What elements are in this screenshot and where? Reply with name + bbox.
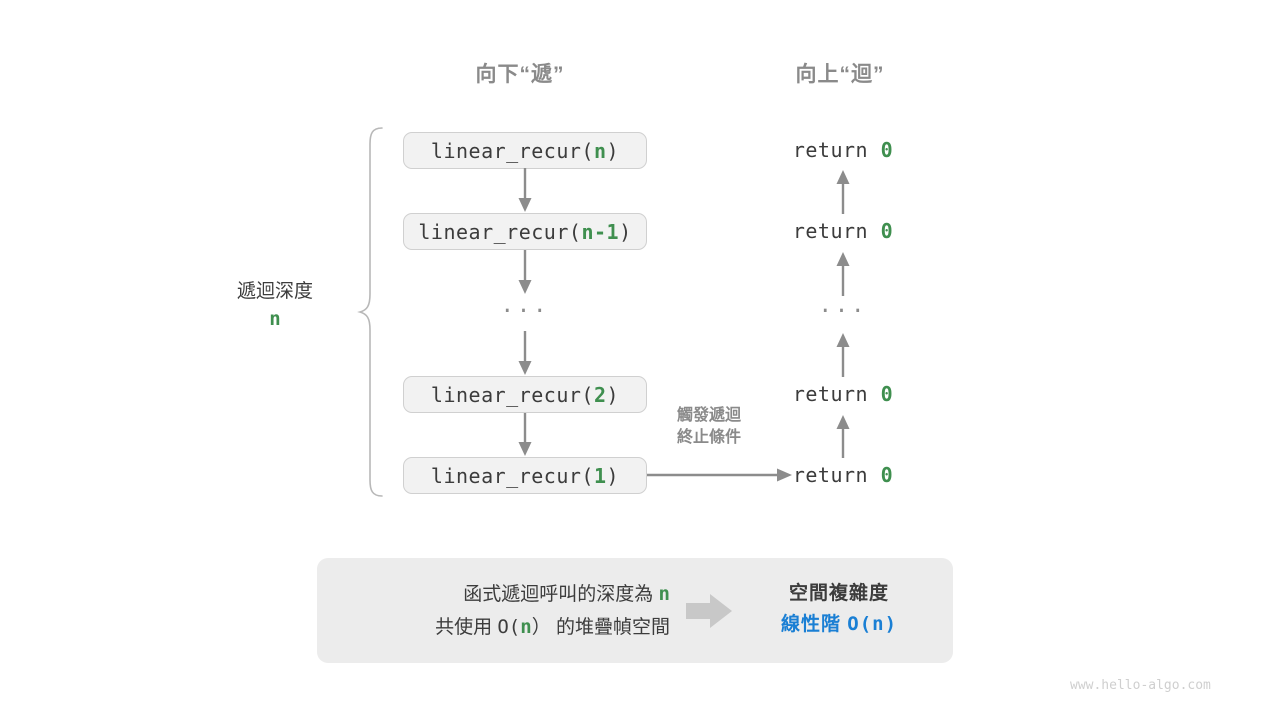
call-box-0-arg: n [593,138,607,163]
watermark: www.hello-algo.com [1070,678,1211,693]
space-complexity-value-notation: O(n) [847,613,898,636]
down-arrow-0 [505,168,545,214]
call-stack-ellipsis: ··· [500,299,550,324]
call-box-0-suffix: ) [606,138,620,163]
call-box-3-suffix: ) [606,382,620,407]
return-label-0: return 0 [743,138,943,162]
up-arrow-2 [823,331,863,377]
recursion-depth-value: n [269,307,281,330]
summary-left-text: 函式遞迴呼叫的深度為 n 共使用 O(n） 的堆疊幀空間 [340,578,670,645]
return-label-4-keyword: return [792,463,869,487]
depth-brace [357,126,388,498]
return-label-0-value: 0 [880,138,894,162]
call-box-3-prefix: linear_recur( [430,382,594,407]
call-box-4-prefix: linear_recur( [430,463,594,488]
summary-right-text: 空間複雜度 線性階 O(n) [739,578,939,641]
down-arrow-2 [505,331,545,377]
summary-left-line1-text: 函式遞迴呼叫的深度為 [463,584,659,605]
return-label-1-keyword: return [792,219,869,243]
return-label-3-keyword: return [792,382,869,406]
summary-left-line2-o: O( [497,616,521,639]
call-box-0: linear_recur(n) [403,132,647,169]
up-arrow-0 [823,168,863,214]
space-complexity-value: 線性階 O(n) [739,609,939,640]
summary-left-line1: 函式遞迴呼叫的深度為 n [340,578,670,611]
return-label-4-value: 0 [880,463,894,487]
header-upward-return: 向上“迴” [795,63,885,86]
return-label-3-value: 0 [880,382,894,406]
recursion-depth-label: 遞迴深度 n [185,278,365,333]
call-box-4: linear_recur(1) [403,457,647,494]
summary-left-line2-a: 共使用 [435,617,498,639]
summary-left-line2-c: 的堆疊幀空間 [550,617,670,639]
return-label-3: return 0 [743,382,943,406]
up-arrow-3 [823,413,863,458]
call-box-1: linear_recur(n-1) [403,213,647,250]
down-arrow-3 [505,413,545,458]
call-box-3: linear_recur(2) [403,376,647,413]
implies-arrow-icon [686,592,734,630]
trigger-condition-line1: 觸發遞迴 [676,407,741,424]
call-box-3-arg: 2 [593,382,607,407]
recursion-depth-text: 遞迴深度 [236,281,313,302]
summary-left-line1-n: n [658,583,670,605]
space-complexity-title: 空間複雜度 [788,583,889,604]
return-label-1: return 0 [743,219,943,243]
base-case-arrow [647,462,795,488]
return-ellipsis: ··· [818,299,868,324]
summary-left-line2-b: ） [531,617,551,639]
call-box-1-arg: n-1 [581,219,620,244]
down-arrow-1 [505,250,545,296]
header-downward-recursion: 向下“遞” [475,63,565,86]
trigger-condition-line2: 終止條件 [676,428,741,446]
return-label-0-keyword: return [792,138,869,162]
return-label-1-value: 0 [880,219,894,243]
call-box-1-prefix: linear_recur( [418,219,582,244]
summary-left-line2-n: n [520,616,532,639]
summary-left-line2: 共使用 O(n） 的堆疊幀空間 [340,611,670,644]
call-box-0-prefix: linear_recur( [430,138,594,163]
up-arrow-1 [823,250,863,296]
summary-panel [317,558,953,663]
call-box-4-arg: 1 [593,463,607,488]
space-complexity-value-text: 線性階 [780,614,848,636]
call-box-4-suffix: ) [606,463,620,488]
return-label-4: return 0 [743,463,943,487]
trigger-condition-note: 觸發遞迴 終止條件 [644,405,774,448]
call-box-1-suffix: ) [619,219,632,244]
